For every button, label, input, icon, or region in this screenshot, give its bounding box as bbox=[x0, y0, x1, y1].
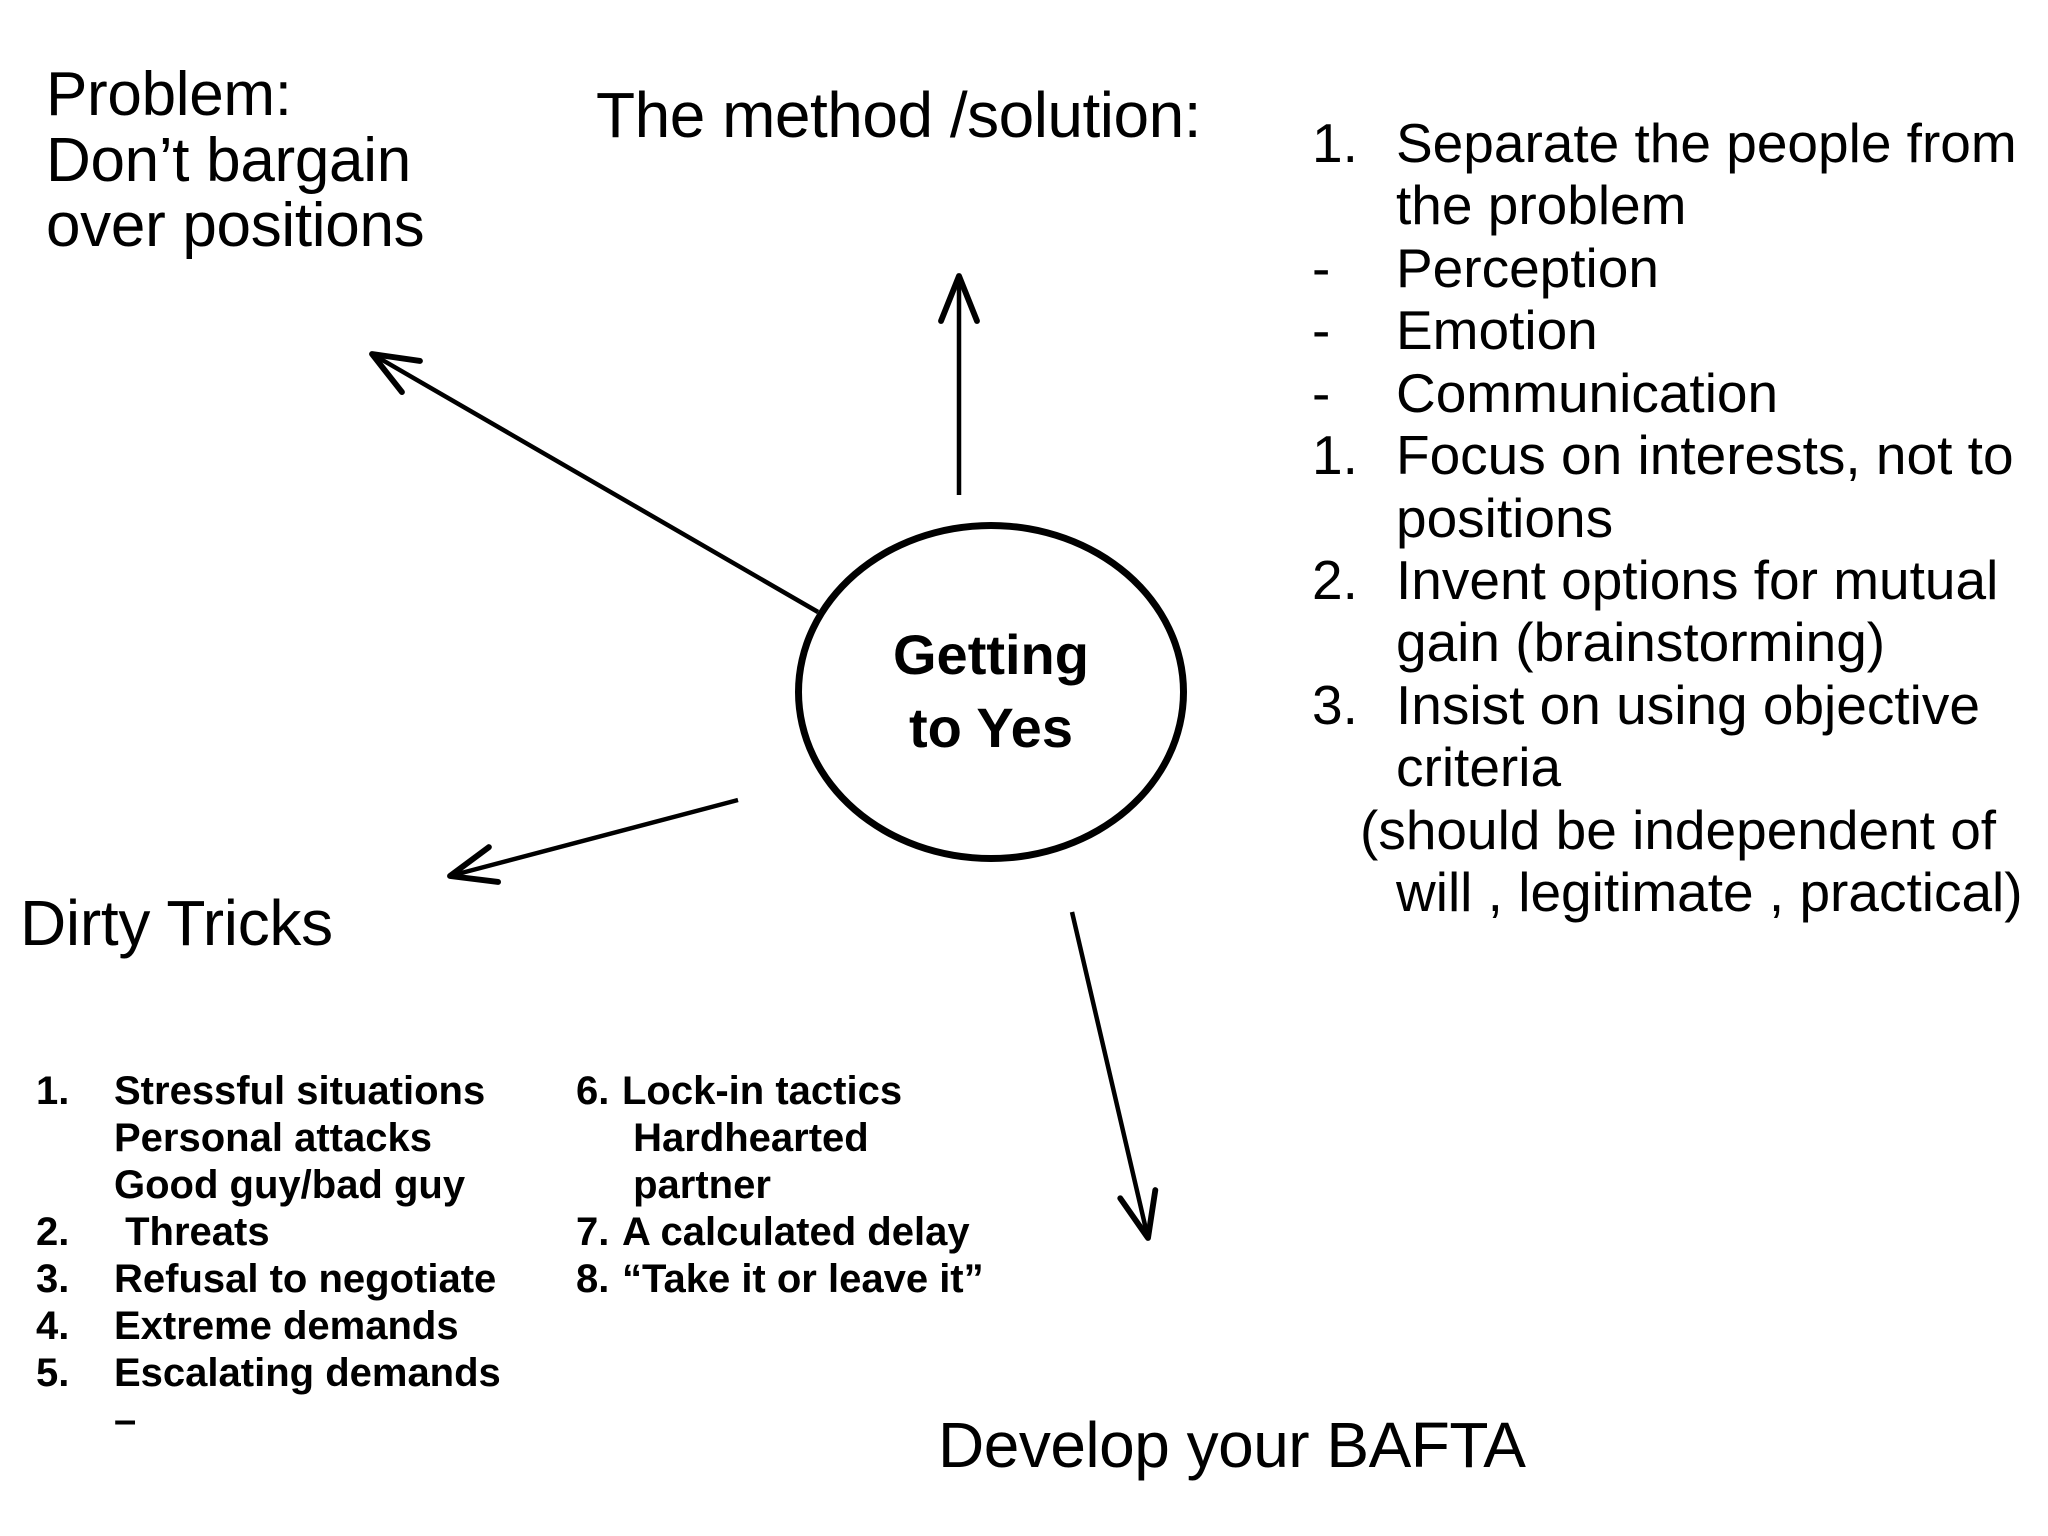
method-list-item: 1. Focus on interests, not to positions bbox=[1312, 424, 2048, 549]
dirty-trick-continuation: – bbox=[114, 1398, 137, 1442]
dirty-trick-item: 2. Threats bbox=[36, 1209, 616, 1256]
circle-outline bbox=[795, 522, 1187, 862]
dirty-trick-item: 4. Extreme demands bbox=[36, 1303, 616, 1350]
list-marker: 2. bbox=[1312, 548, 1358, 611]
list-marker: 1. bbox=[1312, 424, 1358, 487]
dirty-trick-item: 3. Refusal to negotiate bbox=[36, 1256, 616, 1303]
list-marker: - bbox=[1312, 236, 1331, 299]
central-label-line-1: Getting bbox=[893, 623, 1089, 687]
list-marker: - bbox=[1312, 299, 1331, 362]
method-list-item: - Perception bbox=[1312, 237, 2048, 299]
list-item-text: Focus on interests, not to positions bbox=[1396, 424, 2014, 549]
dirty-trick-item: 7. A calculated delay bbox=[576, 1209, 1096, 1256]
dirty-tricks-column-right: 6. Lock-in tactics Hardhearted partner 7. A… bbox=[576, 1068, 1096, 1303]
dirty-trick-continuation: partner bbox=[622, 1163, 771, 1207]
method-list-item: - Emotion bbox=[1312, 299, 2048, 361]
central-node-label: Getting to Yes bbox=[795, 522, 1187, 862]
dirty-tricks-heading: Dirty Tricks bbox=[20, 887, 333, 959]
method-list-item: 3. Insist on using objective criteria bbox=[1312, 674, 2048, 799]
method-list-item: 1. Separate the people from the problem bbox=[1312, 112, 2048, 237]
arrow-to-problem bbox=[369, 351, 820, 614]
list-marker: 3. bbox=[36, 1257, 70, 1301]
dirty-trick-item: 6. Lock-in tactics bbox=[576, 1068, 1096, 1115]
list-item-text: Perception bbox=[1396, 236, 1659, 299]
list-item-text: Refusal to negotiate bbox=[114, 1257, 497, 1301]
bafta-heading: Develop your BAFTA bbox=[938, 1409, 1526, 1481]
list-item-text: Communication bbox=[1396, 361, 1779, 424]
list-marker: 8. bbox=[576, 1257, 610, 1301]
dirty-trick-item: 5. Escalating demands bbox=[36, 1350, 616, 1397]
method-heading: The method /solution: bbox=[596, 79, 1201, 151]
list-item-text: Invent options for mutual gain (brainsto… bbox=[1396, 548, 1999, 674]
list-item-text: Emotion bbox=[1396, 299, 1598, 362]
list-item-text: “Take it or leave it” bbox=[622, 1257, 984, 1301]
dirty-trick-continuation: Personal attacks bbox=[114, 1116, 432, 1160]
list-marker: 1. bbox=[1312, 112, 1358, 174]
list-item-text: Escalating demands bbox=[114, 1351, 501, 1395]
list-item-text: Separate the people from the problem bbox=[1396, 112, 2017, 237]
dirty-trick-item: 8. “Take it or leave it” bbox=[576, 1256, 1096, 1303]
list-marker: 6. bbox=[576, 1069, 610, 1113]
list-marker: 2. bbox=[36, 1210, 70, 1254]
list-marker: 7. bbox=[576, 1210, 610, 1254]
list-item-text: Insist on using objective criteria bbox=[1396, 673, 1980, 799]
list-marker: 3. bbox=[1312, 673, 1358, 736]
central-node: Getting to Yes bbox=[795, 522, 1187, 862]
dirty-trick-item: 1. Stressful situations bbox=[36, 1068, 616, 1115]
list-item-text: Extreme demands bbox=[114, 1304, 459, 1348]
list-marker: 4. bbox=[36, 1304, 70, 1348]
arrow-to-dirty-tricks bbox=[447, 797, 739, 885]
list-item-text: Threats bbox=[114, 1210, 270, 1254]
method-list-item: 2. Invent options for mutual gain (brains… bbox=[1312, 549, 2048, 674]
dirty-trick-continuation: Good guy/bad guy bbox=[114, 1163, 466, 1207]
list-item-text: A calculated delay bbox=[622, 1210, 970, 1254]
list-item-text: Lock-in tactics bbox=[622, 1069, 903, 1113]
problem-heading: Problem: Don’t bargain over positions bbox=[46, 60, 425, 261]
method-list-item: - Communication bbox=[1312, 362, 2048, 424]
list-marker: 5. bbox=[36, 1351, 70, 1395]
dirty-trick-continuation: Hardhearted bbox=[622, 1116, 869, 1160]
method-note: (should be independent of will , legitim… bbox=[1360, 798, 2023, 924]
list-marker: 1. bbox=[36, 1069, 70, 1113]
central-label-line-2: to Yes bbox=[909, 696, 1073, 759]
list-marker: - bbox=[1312, 361, 1331, 424]
list-item-text: Stressful situations bbox=[114, 1069, 486, 1113]
method-list: 1. Separate the people from the problem - P… bbox=[1312, 112, 2048, 923]
